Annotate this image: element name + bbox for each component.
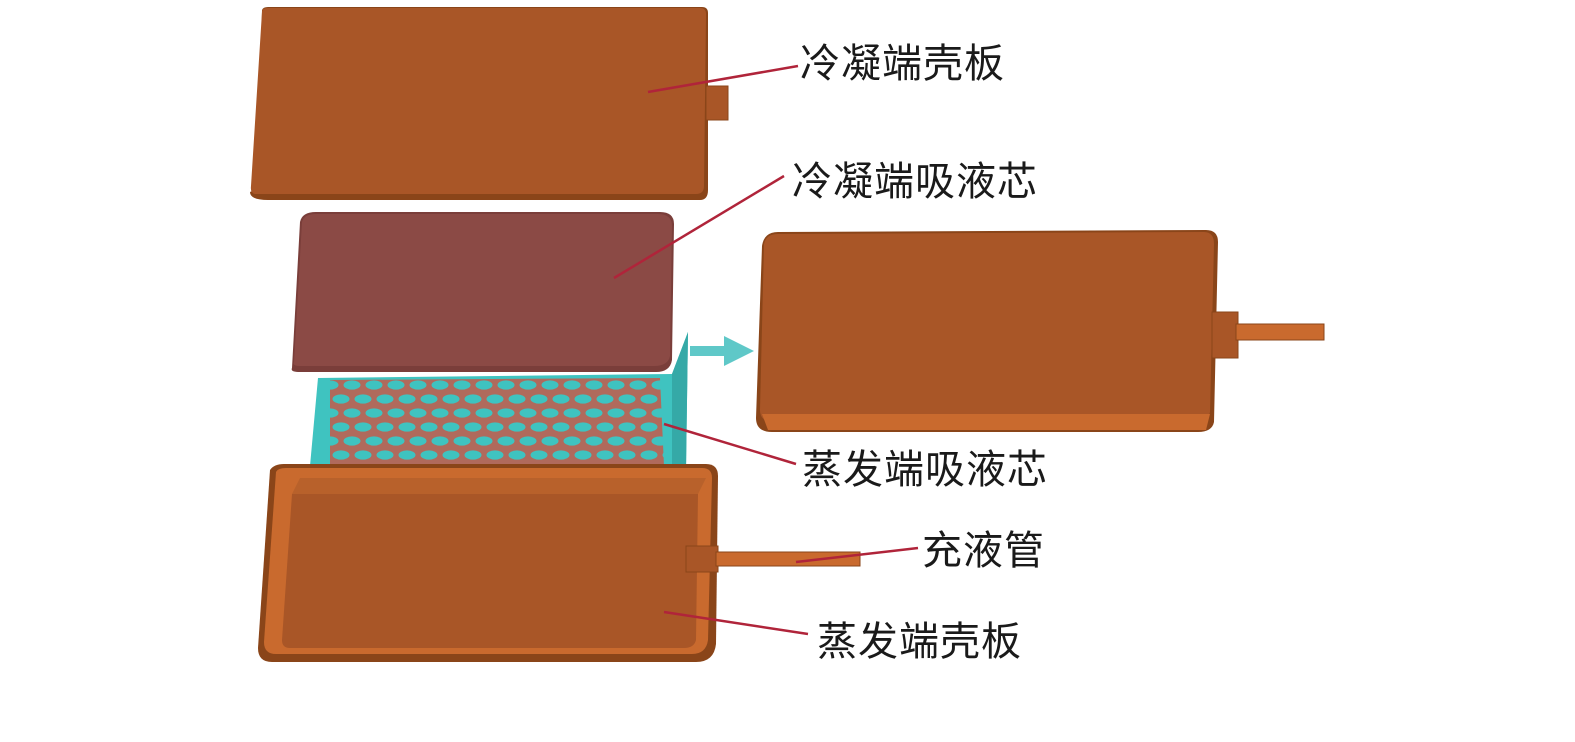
arrow-right-icon <box>690 336 754 366</box>
evaporator-wick <box>308 332 688 488</box>
leader-evaporator-shell <box>663 610 809 636</box>
label-fill-pipe: 充液管 <box>922 528 1045 574</box>
condenser-shell-plate <box>250 7 729 200</box>
leader-condenser-wick <box>613 174 785 280</box>
leader-lines <box>613 64 919 636</box>
leader-evaporator-wick <box>663 422 797 466</box>
label-evaporator-shell: 蒸发端壳板 <box>817 619 1022 665</box>
evaporator-shell-plate <box>258 464 861 662</box>
label-condenser-shell: 冷凝端壳板 <box>800 41 1005 87</box>
leader-condenser-shell <box>647 64 799 94</box>
leader-fill-pipe <box>795 546 919 564</box>
condenser-wick-plate <box>291 212 674 372</box>
label-condenser-wick: 冷凝端吸液芯 <box>792 159 1038 205</box>
label-evaporator-wick: 蒸发端吸液芯 <box>802 447 1048 493</box>
assembled-heat-pipe <box>756 230 1325 432</box>
